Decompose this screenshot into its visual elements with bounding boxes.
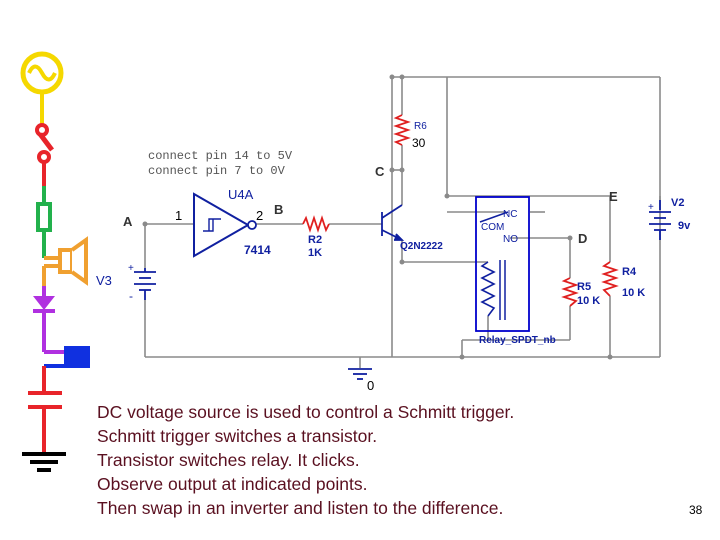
schmitt-gate — [193, 192, 257, 258]
v3-battery — [134, 268, 156, 300]
caption-line: DC voltage source is used to control a S… — [97, 402, 515, 422]
circuit-wires — [144, 76, 661, 368]
switch-icon — [35, 123, 54, 186]
node-a-label: A — [123, 214, 133, 229]
node-b-label: B — [274, 202, 283, 217]
gate-ref-label: U4A — [228, 187, 254, 202]
caption-line: Transistor switches relay. It clicks. — [97, 450, 360, 470]
r6-value: 30 — [412, 136, 426, 150]
v2-label: V2 — [671, 197, 684, 209]
v2-value: 9v — [678, 220, 691, 232]
symbol-strip — [20, 51, 90, 472]
junction-dots — [142, 74, 613, 360]
gate-part-label: 7414 — [244, 243, 271, 257]
relay-com-label: COM — [481, 222, 504, 233]
note-line1: connect pin 14 to 5V — [148, 149, 293, 163]
caption-line: Observe output at indicated points. — [97, 474, 368, 494]
r6-label: R6 — [414, 121, 427, 132]
v3-label: V3 — [96, 273, 112, 288]
r2-label: R2 — [308, 234, 322, 246]
caption-line: Schmitt trigger switches a transistor. — [97, 426, 378, 446]
v3-plus: + — [128, 263, 134, 274]
page-number: 38 — [689, 503, 703, 517]
r2-resistor — [302, 215, 330, 233]
capacitor-icon — [28, 391, 62, 452]
r4-value: 10 K — [622, 287, 645, 299]
speaker-icon — [42, 236, 88, 288]
r5-value: 10 K — [577, 295, 600, 307]
relay-nc-label: NC — [503, 209, 517, 220]
pin-1-label: 1 — [175, 208, 182, 223]
diode-icon — [33, 286, 64, 354]
resistor-icon — [36, 186, 52, 258]
r4-label: R4 — [622, 266, 637, 278]
npn-transistor — [381, 204, 405, 241]
v2-battery — [649, 200, 671, 240]
relay-spdt — [475, 196, 530, 332]
note-line2: connect pin 7 to 0V — [148, 164, 286, 178]
relay-no-label: NO — [503, 234, 518, 245]
circuit-ground — [348, 368, 372, 380]
node-d-label: D — [578, 231, 587, 246]
node-c-label: C — [375, 164, 385, 179]
ground-icon — [22, 452, 66, 472]
node-e-label: E — [609, 189, 618, 204]
schematic-labels: connect pin 14 to 5V connect pin 7 to 0V… — [96, 121, 691, 393]
pin-2-label: 2 — [256, 208, 263, 223]
caption-text: DC voltage source is used to control a S… — [97, 400, 677, 520]
r6-resistor — [393, 114, 411, 146]
v3-minus: - — [129, 289, 133, 303]
ground-label: 0 — [367, 378, 374, 393]
relay-label: Relay_SPDT_nb — [479, 335, 556, 346]
r2-value: 1K — [308, 247, 322, 259]
transistor-label: Q2N2222 — [400, 241, 443, 252]
cap-blue-icon — [42, 346, 90, 392]
ac-source-icon — [20, 51, 64, 128]
v2-plus: + — [648, 202, 654, 213]
r5-label: R5 — [577, 281, 591, 293]
r4-resistor — [601, 261, 619, 297]
r5-resistor — [561, 277, 579, 307]
caption-line: Then swap in an inverter and listen to t… — [97, 498, 504, 518]
